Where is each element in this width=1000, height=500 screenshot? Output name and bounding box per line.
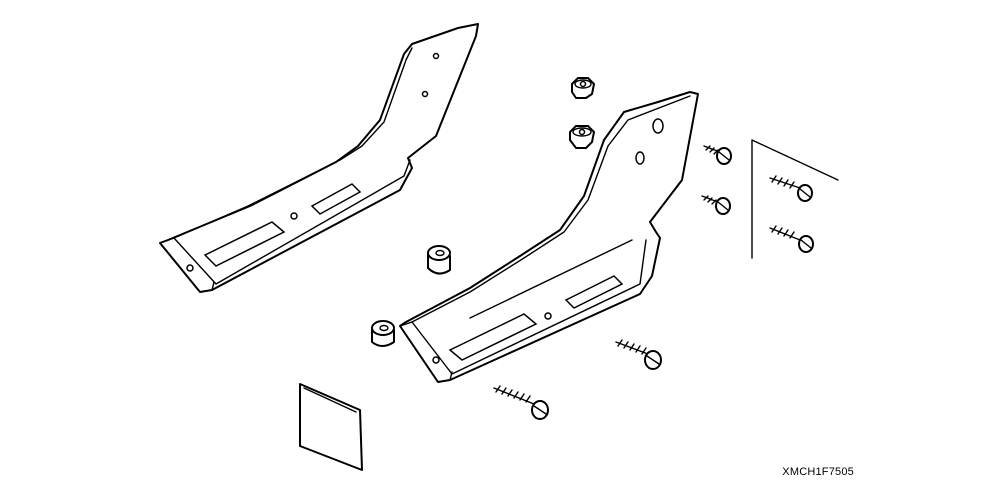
flange-nut-lower xyxy=(569,125,595,149)
small-screw-lower xyxy=(701,195,731,215)
long-bolt-middle xyxy=(615,339,662,370)
spacer-collar-upper xyxy=(427,245,451,275)
spacer-collar-lower xyxy=(371,320,395,347)
inset-panel xyxy=(751,139,839,259)
diagram-code: XMCH1F7505 xyxy=(782,466,854,478)
long-bolt-lower xyxy=(493,385,549,420)
small-screw-upper xyxy=(703,145,732,165)
inset-screw-upper xyxy=(769,175,813,202)
right-seat-bracket xyxy=(399,91,699,383)
left-seat-bracket xyxy=(159,23,479,293)
inset-screw-lower xyxy=(769,225,814,253)
adhesive-pad xyxy=(299,383,363,471)
flange-nut-upper xyxy=(571,77,595,99)
